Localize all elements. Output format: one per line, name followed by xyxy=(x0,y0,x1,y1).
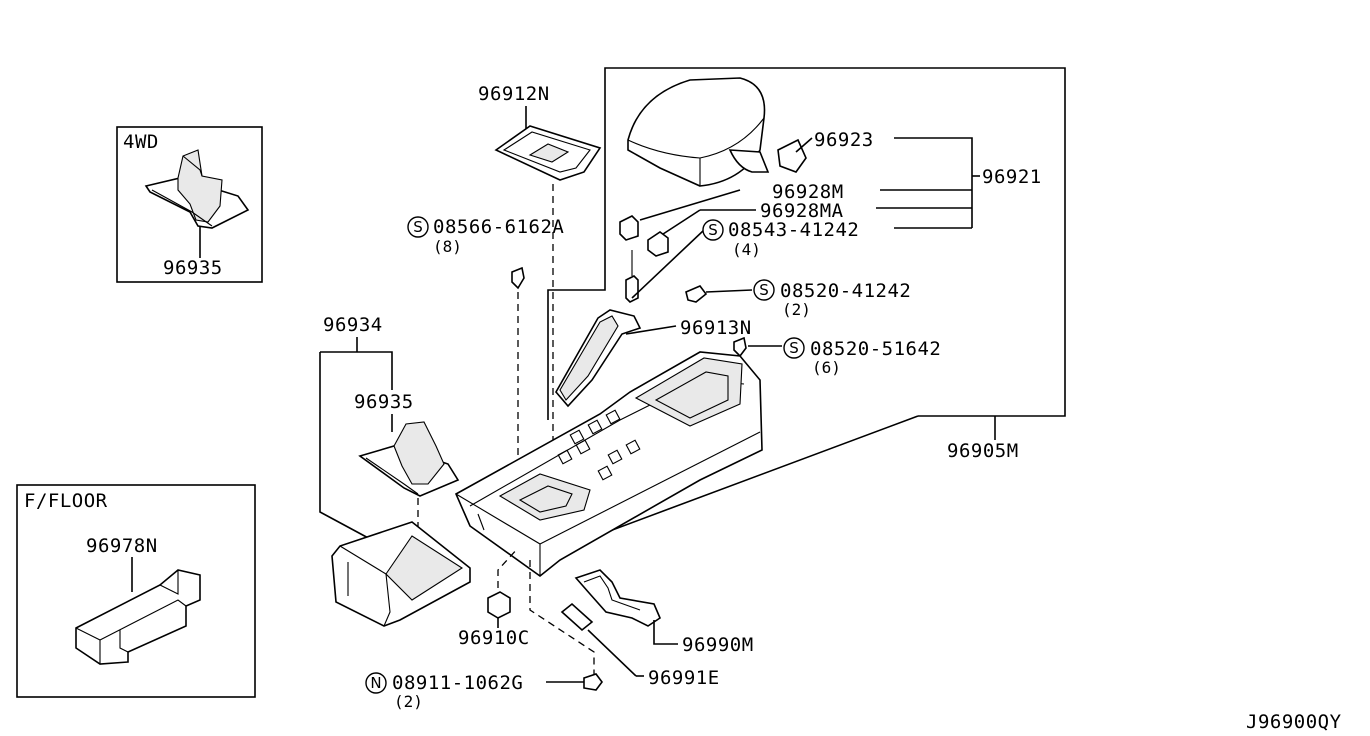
inset-4wd-title: 4WD xyxy=(123,131,159,153)
label-96913N: 96913N xyxy=(680,317,752,339)
armrest-lid-drawing xyxy=(627,77,807,187)
fastener-number: 08543-41242 xyxy=(728,219,859,241)
fastener-symbol: N xyxy=(370,674,381,692)
fastener-08520-51642: S 08520-51642 (6) xyxy=(733,336,941,377)
fastener-08566: S 08566-6162A (8) xyxy=(407,216,564,470)
fastener-symbol: S xyxy=(708,221,718,239)
fastener-symbol: S xyxy=(759,281,769,299)
label-96921: 96921 xyxy=(982,166,1042,188)
fastener-08543: S 08543-41242 (4) xyxy=(702,219,859,259)
inset-4wd: 4WD 96935 xyxy=(116,126,263,283)
fastener-symbol: S xyxy=(413,218,423,236)
floor-bracket-drawing xyxy=(75,569,201,665)
clip-parts-drawing xyxy=(619,215,705,303)
label-96928M: 96928M xyxy=(772,181,844,203)
cover-96912N: 96912N xyxy=(478,83,602,444)
diagram-code: J96900QY xyxy=(1246,711,1342,733)
fastener-number: 08520-41242 xyxy=(780,280,911,302)
bracket-96990M: 96990M xyxy=(574,569,754,656)
fastener-qty: (6) xyxy=(812,358,841,377)
bracket-96913N: 96913N xyxy=(555,309,752,408)
clip-96910C: 96910C xyxy=(458,547,530,649)
fastener-qty: (2) xyxy=(782,300,811,319)
label-96928MA: 96928MA xyxy=(760,200,844,222)
label-96990M: 96990M xyxy=(682,634,754,656)
inset-ffloor-part-label: 96978N xyxy=(86,535,158,557)
label-96923: 96923 xyxy=(814,129,874,151)
fastener-qty: (2) xyxy=(394,692,423,711)
label-96934: 96934 xyxy=(323,314,383,336)
label-96905M: 96905M xyxy=(947,440,1019,462)
sleeve-96991E: 96991E xyxy=(560,602,720,689)
label-96991E: 96991E xyxy=(648,667,720,689)
armrest-callouts: 96923 96921 96928M 96928MA xyxy=(639,129,1042,237)
inset-ffloor-title: F/FLOOR xyxy=(24,490,108,512)
finisher-96934: 96934 96935 xyxy=(319,314,471,627)
fastener-qty: (4) xyxy=(732,240,761,259)
console-switch-slots xyxy=(557,409,641,481)
label-96935: 96935 xyxy=(354,391,414,413)
label-96912N: 96912N xyxy=(478,83,550,105)
fastener-symbol: S xyxy=(789,339,799,357)
fastener-number: 08911-1062G xyxy=(392,672,523,694)
finisher-drawing xyxy=(331,521,471,627)
inset-ffloor: F/FLOOR 96978N xyxy=(16,484,256,698)
fastener-number: 08566-6162A xyxy=(433,216,564,238)
fastener-number: 08520-51642 xyxy=(810,338,941,360)
shift-boot-4wd-drawing xyxy=(144,149,250,229)
console-body-drawing xyxy=(454,351,763,578)
fastener-08520-41242: S 08520-41242 (2) xyxy=(685,279,911,319)
fastener-08911: N 08911-1062G (2) xyxy=(365,560,603,711)
fastener-qty: (8) xyxy=(433,237,462,256)
shift-boot-drawing xyxy=(358,421,460,497)
inset-4wd-part-label: 96935 xyxy=(163,257,223,279)
label-96910C: 96910C xyxy=(458,627,530,649)
